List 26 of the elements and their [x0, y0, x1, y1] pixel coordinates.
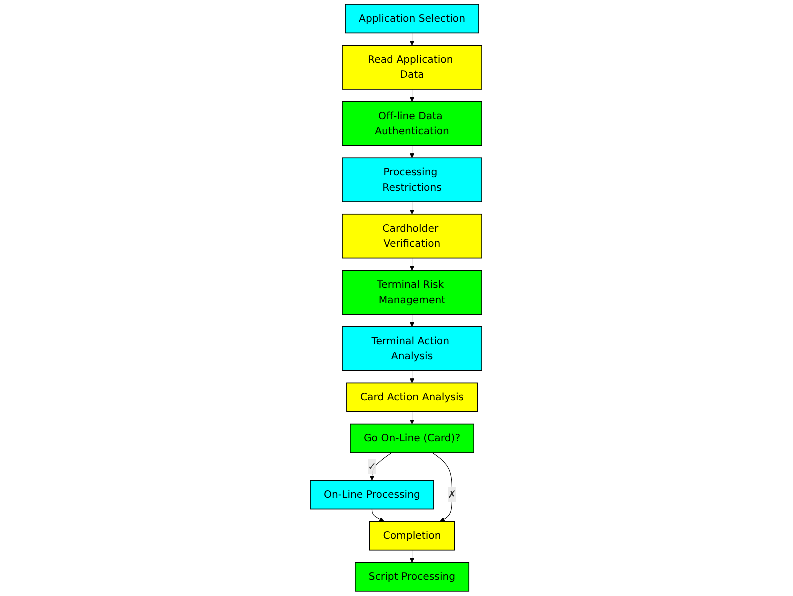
- arrow: [410, 550, 415, 563]
- node-box: Cardholder Verification: [342, 214, 483, 259]
- node-box: Read Application Data: [342, 45, 483, 90]
- node-box: Go On-Line (Card)?: [350, 424, 475, 454]
- edge-label: ✗: [448, 489, 457, 501]
- arrow: [410, 412, 415, 425]
- node-box: Application Selection: [345, 4, 480, 34]
- arrow: [410, 370, 415, 384]
- arrow: [410, 202, 415, 215]
- arrow: [410, 146, 415, 158]
- arrow: [410, 32, 415, 46]
- node-box: Processing Restrictions: [342, 158, 483, 202]
- node-box: Completion: [370, 521, 456, 551]
- edge-label: ✓: [368, 460, 377, 473]
- node-box: On-Line Processing: [310, 480, 435, 510]
- node-box: Card Action Analysis: [346, 382, 478, 412]
- node-box: Terminal Risk Management: [342, 270, 483, 316]
- node-box: Script Processing: [355, 562, 470, 592]
- node-box: Terminal Action Analysis: [342, 326, 483, 372]
- arrow: [410, 314, 415, 328]
- arrow: [432, 452, 453, 522]
- arrow: [372, 509, 385, 522]
- arrow: [410, 258, 415, 271]
- node-box: Off-line Data Authentication: [342, 101, 483, 146]
- arrow: [370, 452, 392, 481]
- arrow: [410, 89, 415, 102]
